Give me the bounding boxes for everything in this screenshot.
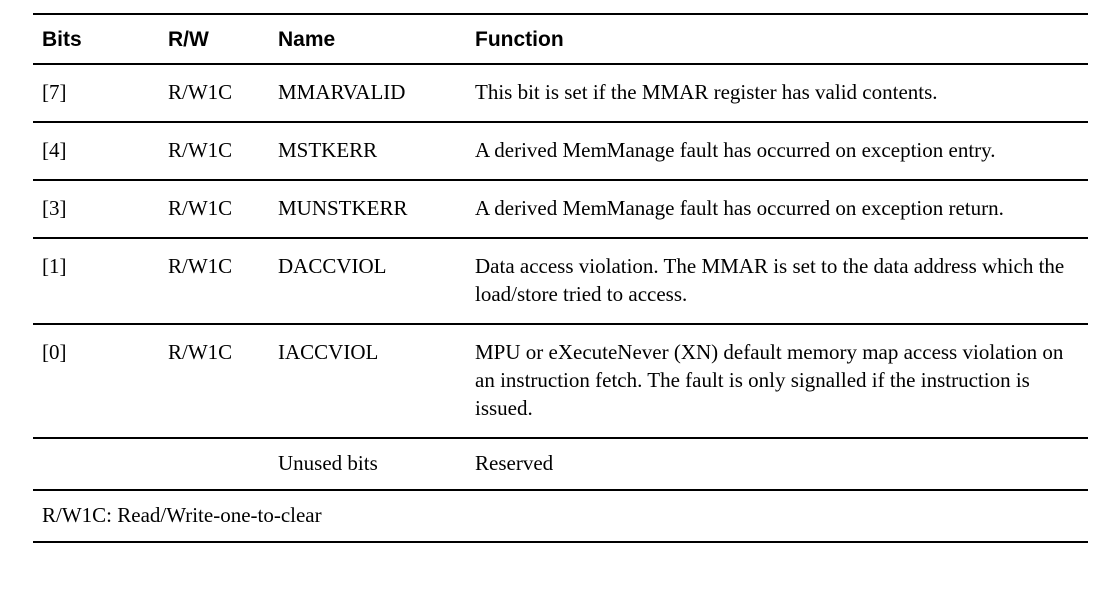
rw-cell: R/W1C [168,80,233,104]
function-cell: This bit is set if the MMAR register has… [475,80,938,104]
name-cell: MSTKERR [278,138,378,162]
name-cell: MUNSTKERR [278,196,408,220]
function-cell: A derived MemManage fault has occurred o… [475,138,996,162]
table-row-munstkerr: [3] R/W1C MUNSTKERR A derived MemManage … [33,180,1088,238]
function-cell: MPU or eXecuteNever (XN) default memory … [475,340,1064,420]
column-header-bits: Bits [42,28,82,51]
function-cell: Reserved [475,451,554,475]
column-header-rw: R/W [168,28,209,51]
rw-cell: R/W1C [168,254,233,278]
table-row-unused-bits: Unused bits Reserved [33,438,1088,490]
rw-cell: R/W1C [168,340,233,364]
bits-cell: [1] [42,254,67,278]
table-row-mstkerr: [4] R/W1C MSTKERR A derived MemManage fa… [33,122,1088,180]
rw-cell: R/W1C [168,196,233,220]
bits-cell: [4] [42,138,67,162]
function-cell: A derived MemManage fault has occurred o… [475,196,1004,220]
table-footer: R/W1C: Read/Write-one-to-clear [33,490,1088,542]
column-header-function: Function [475,28,564,51]
table-header: Bits R/W Name Function [33,14,1088,64]
bits-cell: [0] [42,340,67,364]
rw-cell: R/W1C [168,138,233,162]
bits-cell: [3] [42,196,67,220]
function-cell: Data access violation. The MMAR is set t… [475,254,1065,306]
table-row-mmarvalid: [7] R/W1C MMARVALID This bit is set if t… [33,64,1088,122]
name-cell: DACCVIOL [278,254,387,278]
bits-cell [33,438,168,490]
table-row-daccviol: [1] R/W1C DACCVIOL Data access violation… [33,238,1088,324]
name-cell: Unused bits [278,451,378,475]
rw-cell [168,438,278,490]
table-row-iaccviol: [0] R/W1C IACCVIOL MPU or eXecuteNever (… [33,324,1088,438]
header-row: Bits R/W Name Function [33,14,1088,64]
register-bits-table: Bits R/W Name Function [7] R/W1C MMARVAL… [33,13,1088,543]
table-footnote: R/W1C: Read/Write-one-to-clear [42,503,322,527]
name-cell: IACCVIOL [278,340,379,364]
column-header-name: Name [278,28,336,51]
bits-cell: [7] [42,80,67,104]
name-cell: MMARVALID [278,80,406,104]
table-body: [7] R/W1C MMARVALID This bit is set if t… [33,64,1088,490]
footnote-row: R/W1C: Read/Write-one-to-clear [33,490,1088,542]
